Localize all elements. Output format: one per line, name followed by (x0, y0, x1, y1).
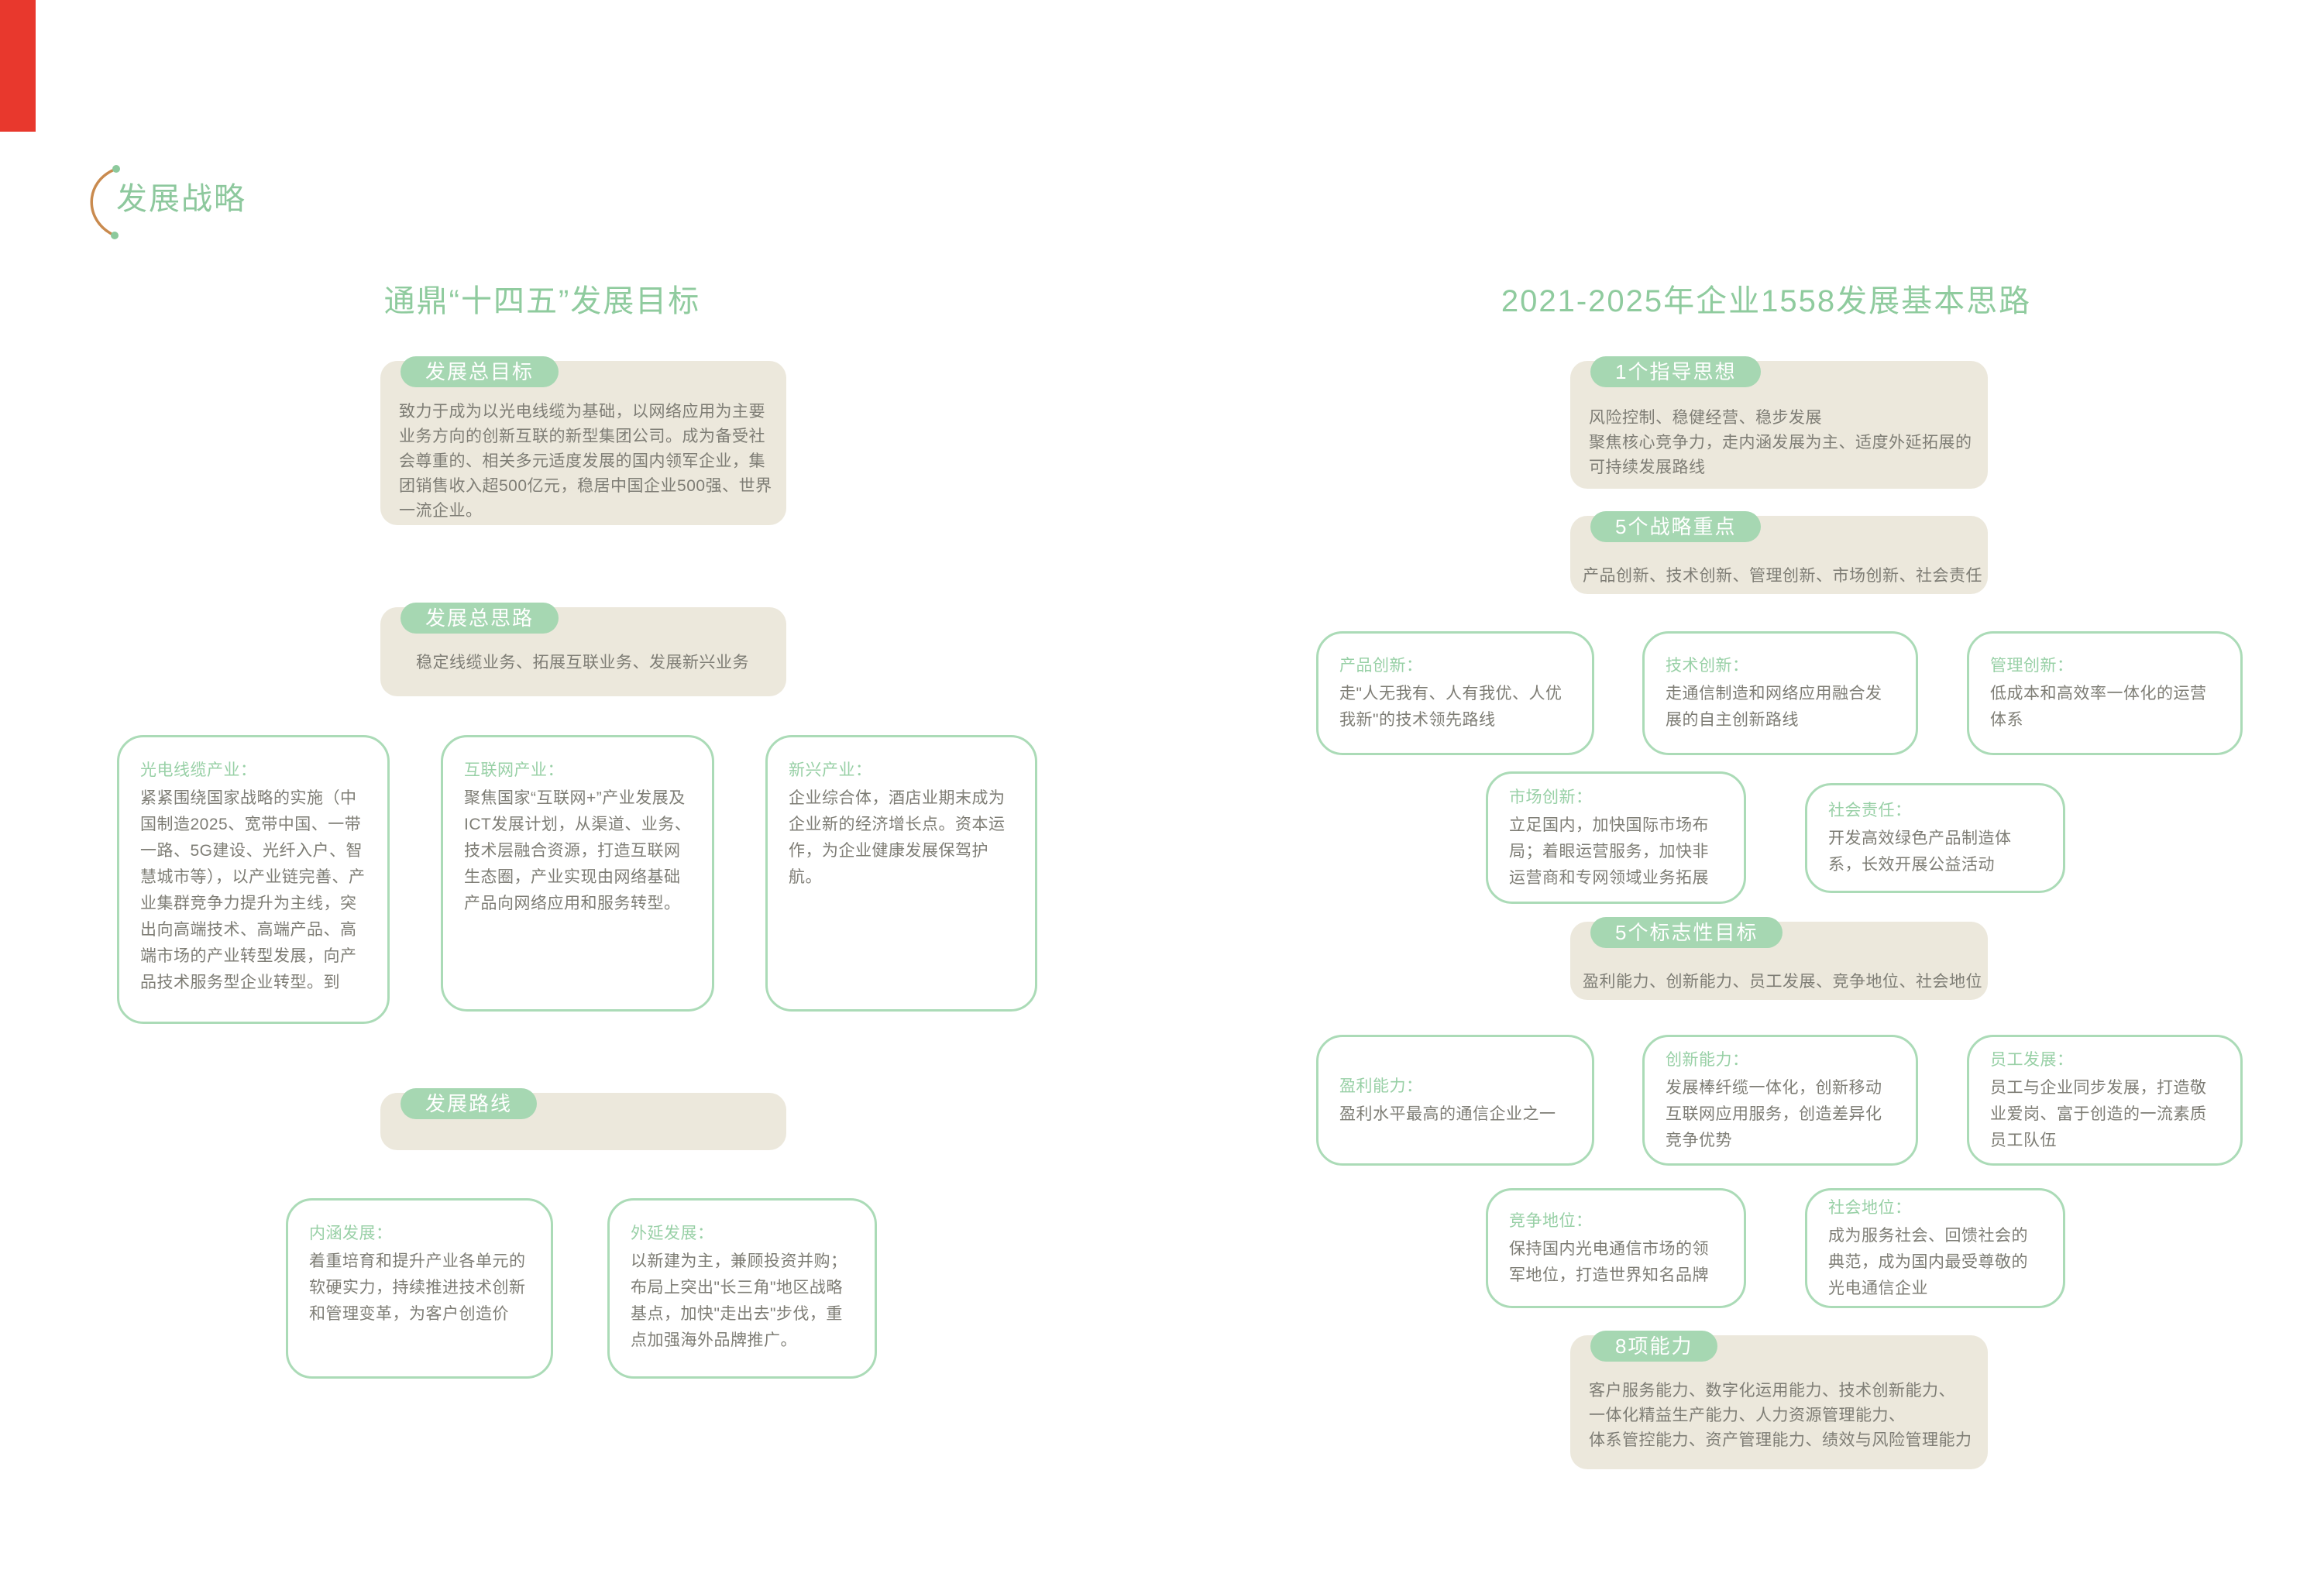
industry-card-emerging-title: 新兴产业： (789, 761, 872, 779)
overall-approach-text: 稳定线缆业务、拓展互联业务、发展新兴业务 (416, 654, 749, 672)
target-card-competition-body: 保持国内光电通信市场的领军地位，打造世界知名品牌 (1509, 1239, 1709, 1284)
route-card-internal: 内涵发展： 着重培育和提升产业各单元的软硬实力，持续推进技术创新和管理变革，为客… (286, 1198, 553, 1379)
landmark-target-text: 盈利能力、创新能力、员工发展、竞争地位、社会地位 (1583, 973, 1982, 991)
target-card-innovation: 创新能力： 发展棒纤缆一体化，创新移动互联网应用服务，创造差异化竞争优势 (1642, 1035, 1918, 1166)
overall-goal-box: 发展总目标 致力于成为以光电线缆为基础，以网络应用为主要业务方向的创新互联的新型… (380, 356, 786, 525)
route-card-external-title: 外延发展： (631, 1225, 714, 1242)
focus-card-technology-title: 技术创新： (1666, 657, 1749, 675)
focus-card-management-title: 管理创新： (1990, 657, 2074, 675)
target-card-profit-title: 盈利能力： (1339, 1077, 1423, 1095)
route-card-external-body: 以新建为主，兼顾投资并购；布局上突出"长三角"地区战略基点，加快"走出去"步伐，… (631, 1252, 847, 1349)
industry-card-internet: 互联网产业： 聚焦国家“互联网+”产业发展及ICT发展计划，从渠道、业务、技术层… (441, 735, 714, 1012)
header-arc-icon (74, 160, 129, 249)
abilities-text: 客户服务能力、数字化运用能力、技术创新能力、 一体化精益生产能力、人力资源管理能… (1589, 1379, 1972, 1453)
industry-card-internet-body: 聚焦国家“互联网+”产业发展及ICT发展计划，从渠道、业务、技术层融合资源，打造… (464, 789, 692, 912)
target-card-society-body: 成为服务社会、回馈社会的典范，成为国内最受尊敬的光电通信企业 (1828, 1226, 2028, 1297)
industry-card-cable: 光电线缆产业： 紧紧围绕国家战略的实施（中国制造2025、宽带中国、一带一路、5… (117, 735, 390, 1024)
abilities-line3: 体系管控能力、资产管理能力、绩效与风险管理能力 (1589, 1431, 1972, 1449)
abilities-pill: 8项能力 (1590, 1331, 1718, 1362)
industry-card-cable-title: 光电线缆产业： (140, 761, 257, 779)
target-card-employee: 员工发展： 员工与企业同步发展，打造敬业爱岗、富于创造的一流素质员工队伍 (1967, 1035, 2243, 1166)
guiding-thought-box: 1个指导思想 风险控制、稳健经营、稳步发展 聚焦核心竞争力，走内涵发展为主、适度… (1570, 356, 1988, 489)
industry-card-cable-body: 紧紧围绕国家战略的实施（中国制造2025、宽带中国、一带一路、5G建设、光纤入户… (140, 789, 366, 991)
route-card-internal-body: 着重培育和提升产业各单元的软硬实力，持续推进技术创新和管理变革，为客户创造价 (309, 1252, 526, 1323)
industry-card-emerging-body: 企业综合体，酒店业期末成为企业新的经济增长点。资本运作，为企业健康发展保驾护航。 (789, 789, 1006, 886)
target-card-competition-title: 竞争地位： (1509, 1211, 1593, 1230)
focus-card-market: 市场创新： 立足国内，加快国际市场布局；着眼运营服务，加快非运营商和专网领域业务… (1486, 771, 1746, 904)
abilities-box: 8项能力 客户服务能力、数字化运用能力、技术创新能力、 一体化精益生产能力、人力… (1570, 1331, 1988, 1469)
focus-card-social: 社会责任： 开发高效绿色产品制造体系，长效开展公益活动 (1805, 783, 2065, 893)
guiding-thought-pill: 1个指导思想 (1590, 356, 1762, 387)
target-card-innovation-title: 创新能力： (1666, 1050, 1749, 1069)
overall-approach-box: 发展总思路 稳定线缆业务、拓展互联业务、发展新兴业务 (380, 603, 786, 696)
focus-card-product-body: 走"人无我有、人有我优、人优我新"的技术领先路线 (1339, 685, 1563, 729)
strategic-focus-pill: 5个战略重点 (1590, 511, 1762, 542)
target-card-society: 社会地位： 成为服务社会、回馈社会的典范，成为国内最受尊敬的光电通信企业 (1805, 1188, 2065, 1308)
landmark-target-box: 5个标志性目标 盈利能力、创新能力、员工发展、竞争地位、社会地位 (1570, 917, 1988, 1000)
target-card-profit: 盈利能力： 盈利水平最高的通信企业之一 (1316, 1035, 1594, 1166)
focus-card-social-body: 开发高效绿色产品制造体系，长效开展公益活动 (1828, 830, 2012, 874)
industry-card-emerging: 新兴产业： 企业综合体，酒店业期末成为企业新的经济增长点。资本运作，为企业健康发… (765, 735, 1037, 1012)
focus-card-technology: 技术创新： 走通信制造和网络应用融合发展的自主创新路线 (1642, 631, 1918, 755)
route-box: 发展路线 (380, 1088, 786, 1150)
target-card-profit-body: 盈利水平最高的通信企业之一 (1339, 1104, 1556, 1123)
guiding-thought-text: 风险控制、稳健经营、稳步发展 聚焦核心竞争力，走内涵发展为主、适度外延拓展的可持… (1589, 406, 1975, 480)
focus-card-technology-body: 走通信制造和网络应用融合发展的自主创新路线 (1666, 685, 1882, 729)
route-card-internal-title: 内涵发展： (309, 1225, 393, 1242)
right-column-title: 2021-2025年企业1558发展基本思路 (1501, 284, 2032, 318)
landmark-target-pill: 5个标志性目标 (1590, 917, 1783, 948)
guiding-thought-line1: 风险控制、稳健经营、稳步发展 (1589, 409, 1822, 427)
route-pill: 发展路线 (401, 1088, 538, 1119)
focus-card-product: 产品创新： 走"人无我有、人有我优、人优我新"的技术领先路线 (1316, 631, 1594, 755)
page-corner-marker (0, 0, 36, 132)
target-card-employee-title: 员工发展： (1990, 1050, 2074, 1069)
abilities-line2: 一体化精益生产能力、人力资源管理能力、 (1589, 1407, 1906, 1424)
target-card-competition: 竞争地位： 保持国内光电通信市场的领军地位，打造世界知名品牌 (1486, 1188, 1746, 1308)
focus-card-market-title: 市场创新： (1509, 788, 1593, 806)
left-column-title: 通鼎“十四五”发展目标 (383, 284, 701, 318)
target-card-society-title: 社会地位： (1828, 1198, 1912, 1217)
focus-card-management-body: 低成本和高效率一体化的运营体系 (1990, 685, 2207, 729)
abilities-line1: 客户服务能力、数字化运用能力、技术创新能力、 (1589, 1382, 1955, 1400)
target-card-employee-body: 员工与企业同步发展，打造敬业爱岗、富于创造的一流素质员工队伍 (1990, 1078, 2207, 1149)
focus-card-social-title: 社会责任： (1828, 802, 1912, 819)
strategic-focus-text: 产品创新、技术创新、管理创新、市场创新、社会责任 (1583, 567, 1982, 585)
focus-card-management: 管理创新： 低成本和高效率一体化的运营体系 (1967, 631, 2243, 755)
route-card-external: 外延发展： 以新建为主，兼顾投资并购；布局上突出"长三角"地区战略基点，加快"走… (607, 1198, 877, 1379)
target-card-innovation-body: 发展棒纤缆一体化，创新移动互联网应用服务，创造差异化竞争优势 (1666, 1078, 1882, 1149)
focus-card-market-body: 立足国内，加快国际市场布局；着眼运营服务，加快非运营商和专网领域业务拓展 (1509, 816, 1709, 887)
focus-card-product-title: 产品创新： (1339, 657, 1423, 675)
overall-approach-pill: 发展总思路 (401, 603, 559, 634)
strategic-focus-box: 5个战略重点 产品创新、技术创新、管理创新、市场创新、社会责任 (1570, 511, 1988, 594)
page-title: 发展战略 (116, 182, 246, 216)
industry-card-internet-title: 互联网产业： (464, 761, 564, 779)
overall-goal-pill: 发展总目标 (401, 356, 559, 387)
overall-goal-text: 致力于成为以光电线缆为基础，以网络应用为主要业务方向的创新互联的新型集团公司。成… (399, 403, 772, 520)
guiding-thought-line2: 聚焦核心竞争力，走内涵发展为主、适度外延拓展的可持续发展路线 (1589, 434, 1972, 476)
